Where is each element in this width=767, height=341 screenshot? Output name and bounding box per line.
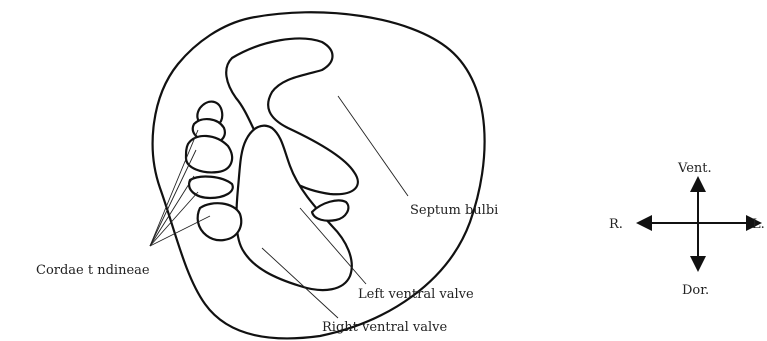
leader-chorda-4: [150, 192, 198, 246]
compass-label-ventral: Vent.: [677, 161, 712, 176]
label-cordae-tendineae: Cordae t ndineae: [36, 263, 150, 278]
orientation-compass: Vent. Dor. R. L.: [609, 161, 765, 298]
leader-chorda-2: [150, 150, 196, 246]
compass-label-right: R.: [609, 217, 623, 232]
left-ventral-valve-shape: [312, 200, 348, 220]
label-septum-bulbi: Septum bulbi: [410, 203, 498, 218]
compass-label-dorsal: Dor.: [682, 283, 709, 298]
chorda-pocket-5: [198, 203, 242, 240]
label-left-ventral-valve: Left ventral valve: [358, 287, 474, 302]
compass-label-left: L.: [752, 217, 765, 232]
label-right-ventral-valve: Right ventral valve: [322, 320, 447, 335]
